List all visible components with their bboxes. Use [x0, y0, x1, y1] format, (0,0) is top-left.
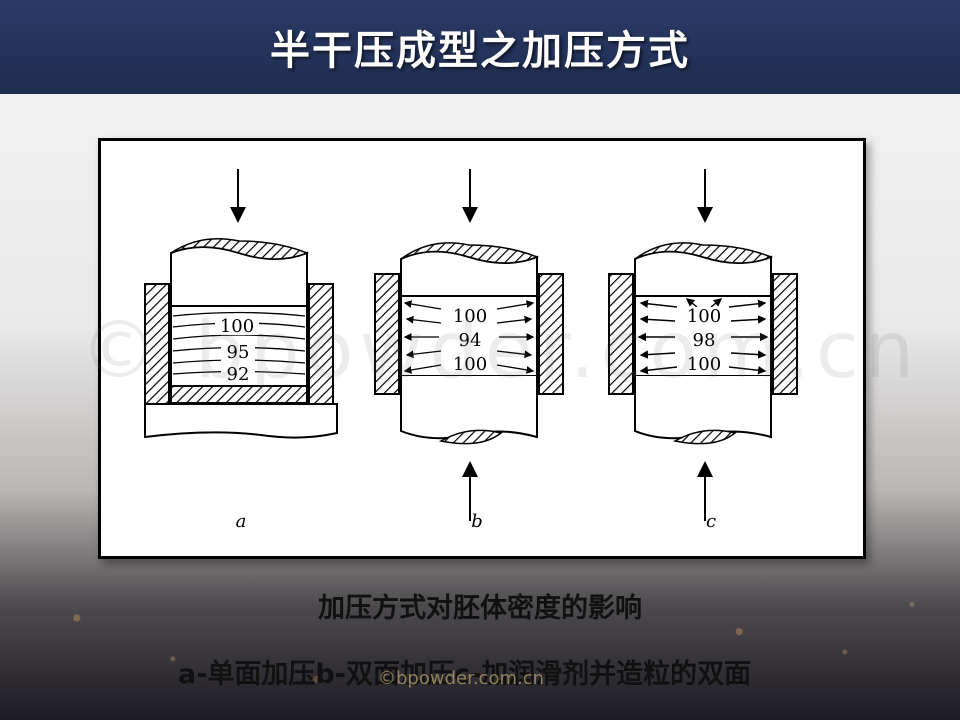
density-top: 100: [453, 306, 487, 327]
lower-punch: [634, 376, 772, 440]
die-wall-right: [538, 273, 564, 395]
die-wall-right: [308, 283, 334, 405]
slide-title: 半干压成型之加压方式: [270, 28, 690, 74]
diagram-c: 100 98 100 c: [608, 169, 798, 532]
diagram-label-c: c: [706, 511, 716, 532]
die-wall-left: [608, 273, 634, 395]
density-bottom: 100: [687, 354, 721, 375]
lower-punch: [400, 376, 538, 440]
die-wall-left: [374, 273, 400, 395]
die-wall-left: [144, 283, 170, 405]
punch-section: [672, 429, 737, 445]
density-bottom: 100: [453, 354, 487, 375]
die-base: [144, 403, 338, 439]
title-bar: 半干压成型之加压方式: [0, 0, 960, 94]
density-middle: 94: [459, 330, 482, 351]
punch-section: [438, 429, 503, 445]
diagram-a: 100 95 92 a: [144, 169, 338, 532]
density-bottom: 92: [227, 364, 250, 385]
diagram-b: 100 94 100 b: [374, 169, 564, 532]
punch-section: [634, 242, 774, 264]
figure-legend: a-单面加压b-双面加压c-加润滑剂并造粒的双面: [178, 659, 752, 690]
density-middle: 98: [693, 330, 716, 351]
pressing-diagram: 100 95 92 a: [98, 138, 866, 559]
die-bottom: [170, 385, 308, 404]
density-top: 100: [687, 306, 721, 327]
die-wall-right: [772, 273, 798, 395]
diagram-label-b: b: [471, 511, 483, 532]
punch-section: [400, 242, 540, 264]
watermark-small: ©bpowder.com.cn: [378, 668, 545, 689]
diagram-label-a: a: [236, 511, 247, 532]
density-middle: 95: [227, 342, 250, 363]
density-top: 100: [220, 316, 254, 337]
punch-section: [170, 238, 310, 260]
figure-caption: 加压方式对胚体密度的影响: [318, 593, 642, 624]
